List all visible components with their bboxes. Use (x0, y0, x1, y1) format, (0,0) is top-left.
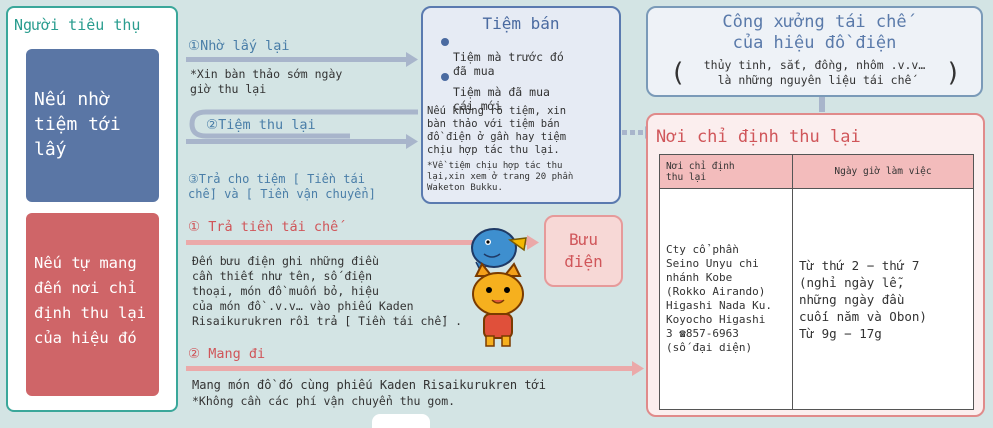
self-step2-label: Mang đi (208, 346, 266, 362)
self-step1: ① Trả tiền tái chế (188, 219, 338, 235)
collection-place-panel: Nơi chỉ định thu lại Nơi chỉ định thu lạ… (646, 113, 985, 417)
shop-step1-note: *Xin bàn thảo sớm ngày giờ thu lại (190, 67, 343, 96)
self-step1-label: Trả tiền tái chế (208, 219, 339, 235)
case-self-delivery: Nếu tự mang đến nơi chỉ định thu lại của… (26, 213, 159, 396)
consumer-title: Người tiêu thụ (14, 16, 141, 34)
recycling-factory-panel: Công xưởng tái chế của hiệu đồ điện ( th… (646, 6, 983, 97)
self-step2-text: Mang món đồ đó cùng phiếu Kaden Risaikur… (192, 378, 547, 392)
shop-item-previous: Tiệm mà trước đó đã mua (441, 36, 564, 78)
bullet-icon (441, 38, 449, 46)
self-step1-number: ① (188, 219, 201, 235)
cell-hours: Từ thứ 2 − thứ 7 (nghỉ ngày lễ, những ng… (792, 188, 974, 410)
self-step2: ② Mang đi (188, 346, 265, 362)
step2-number: ② (206, 117, 219, 133)
step1-label: Nhờ lấy lại (200, 38, 290, 54)
post-office-box: Bưu điện (544, 215, 623, 287)
step3-number: ③ (188, 172, 199, 186)
blue-bird-mascot (471, 228, 527, 272)
cell-place: Cty cổ phần Seino Unyu chi nhánh Kobe (R… (659, 188, 793, 410)
step3-label: Trả cho tiệm [ Tiền tái chế] và [ Tiền v… (188, 172, 376, 201)
factory-title: Công xưởng tái chế của hiệu đồ điện (722, 12, 907, 53)
shop-title: Tiệm bán (482, 14, 560, 33)
shop-footnote: *Về tiệm chịu hợp tác thu lại,xin xem ở … (427, 161, 574, 193)
case-shop-text: Nếu nhờ tiệm tới lấy (34, 89, 121, 160)
table-row: Cty cổ phần Seino Unyu chi nhánh Kobe (R… (659, 188, 974, 410)
shop-step3: ③Trả cho tiệm [ Tiền tái chế] và [ Tiền … (188, 157, 376, 202)
step1-number: ① (188, 38, 201, 54)
case-shop-pickup: Nếu nhờ tiệm tới lấy (26, 49, 159, 202)
shop-note: Nếu không rõ tiệm, xin bàn thảo với tiệm… (427, 105, 567, 156)
page-tab (372, 414, 430, 428)
collection-place-table: Nơi chỉ định thu lại Ngày giờ làm việc C… (659, 154, 974, 410)
orange-cat-mascot (472, 262, 524, 347)
header-place: Nơi chỉ định thu lại (659, 154, 793, 189)
table-header-row: Nơi chỉ định thu lại Ngày giờ làm việc (659, 154, 974, 189)
shop-item-previous-text: Tiệm mà trước đó đã mua (453, 50, 564, 78)
collection-place-title: Nơi chỉ định thu lại (656, 127, 861, 147)
shop-step1: ①Nhờ lấy lại (188, 38, 290, 54)
step2-label: Tiệm thu lại (218, 117, 316, 133)
case-self-text: Nếu tự mang đến nơi chỉ định thu lại của… (34, 254, 146, 347)
mascot-characters (471, 228, 527, 347)
shop-step2: ②Tiệm thu lại (206, 117, 316, 133)
shop-item-new: Tiệm mà đã mua cái mới (441, 71, 550, 113)
self-step2-number: ② (188, 346, 201, 362)
bullet-icon (441, 73, 449, 81)
shop-item-new-text: Tiệm mà đã mua cái mới (453, 85, 550, 113)
paren-right: ) (945, 58, 961, 88)
header-hours: Ngày giờ làm việc (792, 154, 974, 189)
paren-left: ( (670, 58, 686, 88)
factory-subtitle: thủy tinh, sắt, đồng, nhôm .v.v… là nhữn… (703, 58, 926, 87)
self-step2-note: *Không cần các phí vận chuyển thu gom. (192, 394, 456, 408)
self-step1-text: Đến bưu điện ghi những điều cần thiết nh… (192, 254, 463, 328)
shop-panel: Tiệm bán Tiệm mà trước đó đã mua Tiệm mà… (421, 6, 621, 204)
